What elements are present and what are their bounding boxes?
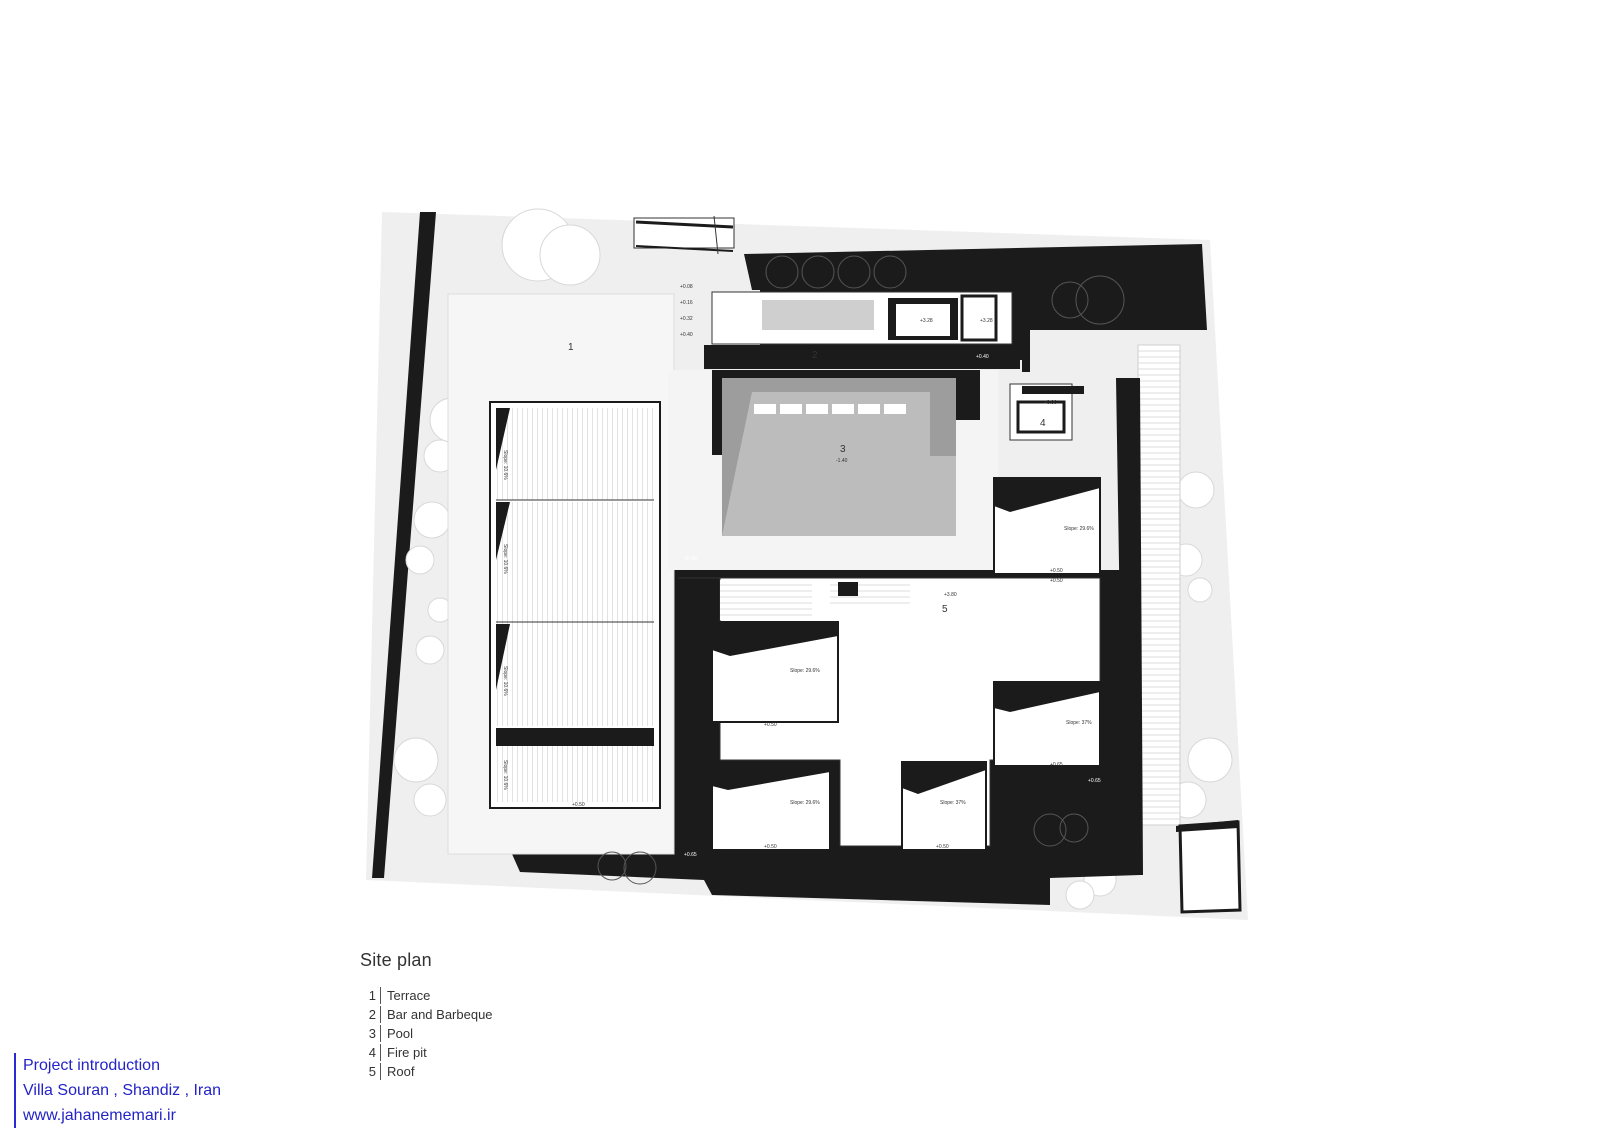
level-mark: +0.50 <box>764 722 777 728</box>
fire-pit <box>1009 383 1084 441</box>
level-mark: +3.28 <box>980 318 993 324</box>
parking-strip <box>1137 344 1181 826</box>
slope-label: Slope: 29.6% <box>790 800 820 806</box>
level-mark: +0.50 <box>572 802 585 808</box>
area-number-fire-pit: 4 <box>1040 418 1046 429</box>
legend-title: Site plan <box>360 950 432 970</box>
credit-heading: Project introduction <box>23 1057 160 1074</box>
area-number-roof: 5 <box>942 604 948 615</box>
level-mark: +0.06 <box>1044 400 1057 406</box>
level-marks: +0.08 +0.16 +0.32 +0.40 +3.28 +3.28 +0.4… <box>572 284 1101 858</box>
slope-label: Slope: 10.6% <box>502 666 508 696</box>
legend-number: 1 <box>364 987 381 1004</box>
project-credit: Project introduction Villa Souran , Shan… <box>14 1053 221 1128</box>
terrace-pavilion <box>489 401 661 809</box>
level-mark: +0.50 <box>1050 578 1063 584</box>
credit-website: www.jahanememari.ir <box>23 1107 176 1124</box>
level-mark: +0.65 <box>1050 762 1063 768</box>
slope-label: Slope: 10.6% <box>502 760 508 790</box>
slope-label: Slope: 29.6% <box>1064 526 1094 532</box>
area-number-pool: 3 <box>840 444 846 455</box>
legend-item-fire-pit: 4 Fire pit <box>364 1043 493 1062</box>
slope-label: Slope: 10.6% <box>502 544 508 574</box>
legend-label: Roof <box>387 1064 415 1079</box>
legend-label: Pool <box>387 1026 414 1041</box>
level-mark: -1.40 <box>836 458 848 464</box>
pool-loungers <box>754 404 906 414</box>
slope-label: Slope: 37% <box>940 800 966 806</box>
pool <box>722 378 956 536</box>
legend-label: Fire pit <box>387 1045 427 1060</box>
boundary-wall-west <box>372 212 436 878</box>
legend-item-roof: 5 Roof <box>364 1062 493 1081</box>
legend-number: 2 <box>364 1006 381 1023</box>
legend-number: 5 <box>364 1063 381 1080</box>
legend-item-bar: 2 Bar and Barbeque <box>364 1005 493 1024</box>
level-mark: +0.40 <box>976 354 989 360</box>
slope-label: Slope: 29.6% <box>790 668 820 674</box>
level-mark: +0.40 <box>680 332 693 338</box>
slope-labels: Slope: 10.6% Slope: 10.6% Slope: 10.6% S… <box>502 450 1094 806</box>
entry-steps <box>633 215 735 255</box>
level-mark: +0.50 <box>1050 568 1063 574</box>
legend-label: Terrace <box>387 988 431 1003</box>
legend-item-terrace: 1 Terrace <box>364 986 493 1005</box>
level-mark: +0.08 <box>680 284 693 290</box>
credit-location: Villa Souran , Shandiz , Iran <box>23 1082 222 1099</box>
legend-label: Bar and Barbeque <box>387 1007 493 1022</box>
skylight-shadows <box>712 478 1100 794</box>
slope-label: Slope: 37% <box>1066 720 1092 726</box>
level-mark: +0.16 <box>680 300 693 306</box>
bar-block <box>704 291 1020 369</box>
legend-number: 3 <box>364 1025 381 1042</box>
area-number-bar: 2 <box>812 350 818 361</box>
level-mark: +0.65 <box>1088 778 1101 784</box>
level-mark: +0.65 <box>684 852 697 858</box>
legend-number: 4 <box>364 1044 381 1061</box>
level-mark: +0.40 <box>684 556 697 562</box>
level-mark: +0.32 <box>680 316 693 322</box>
legend: 1 Terrace 2 Bar and Barbeque 3 Pool 4 Fi… <box>364 986 493 1081</box>
legend-item-pool: 3 Pool <box>364 1024 493 1043</box>
area-number-terrace: 1 <box>568 342 574 353</box>
level-mark: +0.50 <box>764 844 777 850</box>
dark-trees <box>597 255 1125 885</box>
south-east-structure <box>1178 820 1242 914</box>
slope-label: Slope: 10.6% <box>502 450 508 480</box>
level-mark: +3.28 <box>920 318 933 324</box>
level-mark: +3.80 <box>944 592 957 598</box>
level-mark: +0.50 <box>936 844 949 850</box>
